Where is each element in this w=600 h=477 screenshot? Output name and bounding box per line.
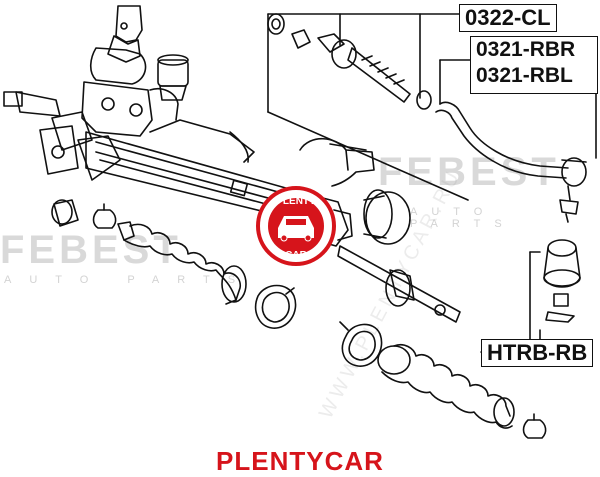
boot-clamp-right [339, 321, 383, 367]
leader-lines-htrb [480, 251, 541, 353]
leader-lines-0322-cl [267, 13, 469, 201]
part-label-htrb-rb: HTRB-RB [481, 339, 594, 367]
pinion-valve-housing [3, 5, 179, 181]
logo-text-top: PLENTY [276, 196, 316, 207]
boot-clamp-left [254, 284, 297, 329]
mount-bushing-upper [157, 54, 189, 101]
ball-joint [543, 239, 581, 323]
febest-watermark-left: FEBEST [0, 228, 182, 272]
logo-wheel-right [304, 234, 312, 242]
brand-caption: PLENTYCAR [216, 446, 384, 476]
plentycar-logo: PLENTY CAR [256, 186, 336, 266]
part-label-0321-rbr: 0321-RBR [472, 38, 580, 62]
auto-parts-watermark-left: AUTO PARTS [4, 274, 254, 286]
bellows-boot-right [377, 343, 515, 429]
rack-bushing-large [363, 189, 411, 245]
mounting-bracket [299, 137, 375, 187]
logo-text-bottom: CAR [285, 250, 307, 261]
outer-tie-rod-end [435, 101, 587, 223]
part-label-0322-cl: 0322-CL [459, 4, 557, 32]
part-label-0321-rbl: 0321-RBL [472, 64, 577, 88]
bellows-boot-left [117, 221, 247, 305]
logo-window [286, 219, 306, 225]
febest-watermark-right: FEBEST [378, 150, 560, 194]
rack-shaft [337, 245, 461, 323]
left-clip [92, 203, 117, 229]
right-clip [522, 413, 547, 439]
auto-parts-watermark-right: AUTO PARTS [410, 206, 516, 230]
inner-tie-rod [267, 13, 432, 110]
logo-wheel-left [280, 234, 288, 242]
left-bushing [51, 199, 79, 227]
leader-lines-0321 [439, 59, 597, 159]
